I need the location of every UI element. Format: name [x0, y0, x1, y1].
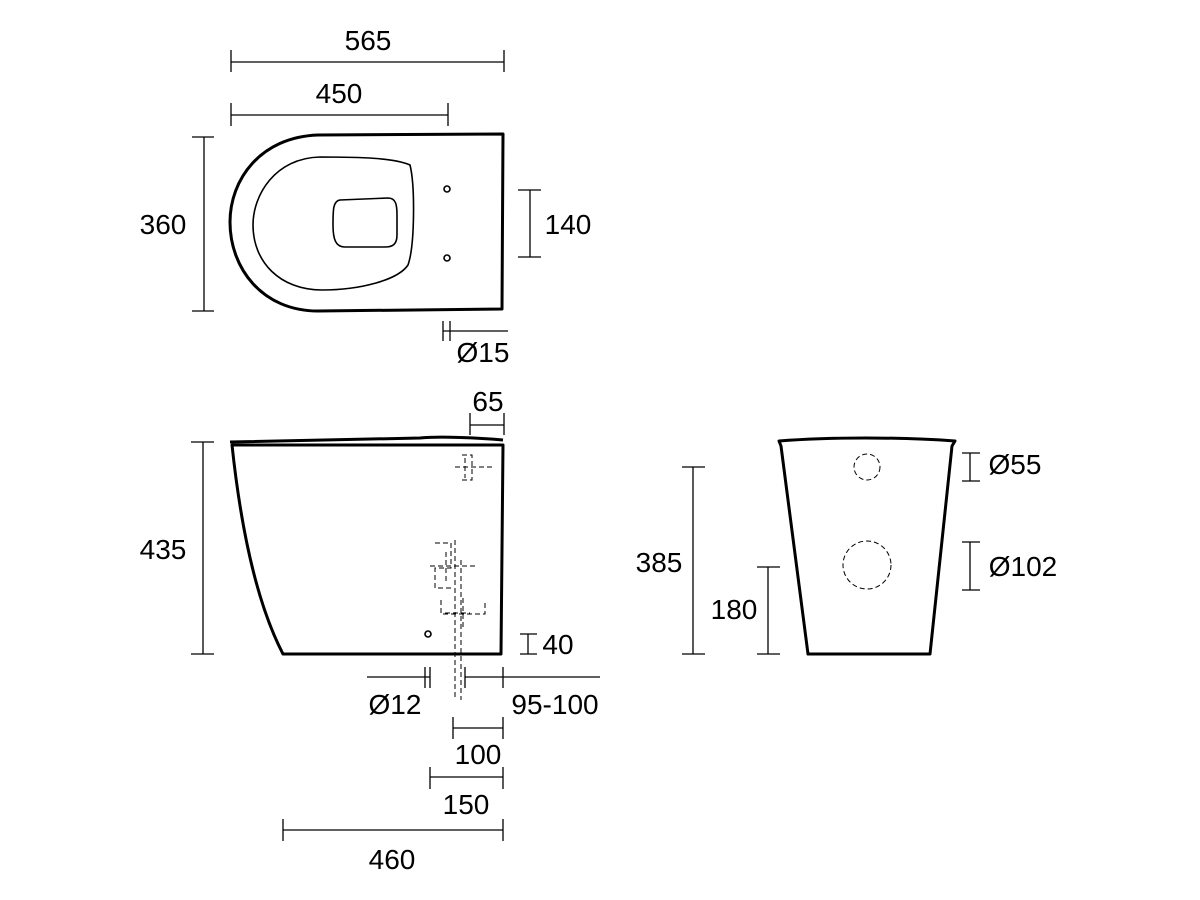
fixing-hole — [443, 254, 451, 262]
dim-d102: Ø102 — [962, 541, 1058, 591]
pan-outline-side — [230, 443, 505, 656]
dim-label: 140 — [545, 209, 592, 240]
dim-100: 100 — [452, 717, 504, 770]
dim-label: 180 — [711, 594, 758, 625]
side-view: 65 435 40 Ø12 95-100 100 150 460 — [140, 386, 600, 875]
fixing-hole — [443, 185, 451, 193]
dim-label: Ø12 — [369, 689, 422, 720]
dim-label: 100 — [455, 739, 502, 770]
dim-40: 40 — [520, 629, 574, 660]
dim-385: 385 — [636, 466, 705, 655]
dim-65: 65 — [469, 386, 505, 435]
dim-95-100: 95-100 — [464, 667, 600, 720]
dim-label: 460 — [369, 844, 416, 875]
dim-label: Ø102 — [989, 551, 1058, 582]
dim-360: 360 — [140, 136, 214, 312]
dim-label: 65 — [472, 386, 503, 417]
dim-label: 40 — [542, 629, 573, 660]
top-view: 565 450 360 140 Ø15 — [140, 25, 592, 368]
dim-label: 150 — [443, 789, 490, 820]
dim-150: 150 — [429, 767, 504, 820]
rear-view: 385 180 Ø55 Ø102 — [636, 436, 1058, 656]
seat-lid-side — [229, 435, 504, 444]
dim-d55: Ø55 — [962, 449, 1042, 482]
hidden-details — [424, 454, 495, 700]
dim-d15: Ø15 — [442, 321, 510, 368]
bowl-opening — [332, 197, 398, 248]
seat-outline — [252, 156, 415, 291]
dim-label: 565 — [345, 25, 392, 56]
dim-180: 180 — [711, 566, 780, 655]
dim-565: 565 — [230, 25, 505, 72]
dim-450: 450 — [230, 78, 449, 126]
inlet-circle — [853, 453, 881, 481]
dim-label: 95-100 — [511, 689, 598, 720]
outlet-circle — [842, 540, 892, 590]
dim-label: 385 — [636, 547, 683, 578]
dim-435: 435 — [140, 441, 214, 655]
pan-outline-rear — [777, 436, 957, 656]
fixing-hole — [424, 630, 432, 638]
dim-label: 435 — [140, 534, 187, 565]
dim-label: Ø55 — [989, 449, 1042, 480]
dim-140: 140 — [518, 189, 592, 258]
dim-label: Ø15 — [457, 337, 510, 368]
dim-460: 460 — [282, 819, 504, 875]
dim-d12: Ø12 — [367, 667, 431, 720]
dim-label: 450 — [316, 78, 363, 109]
dim-label: 360 — [140, 209, 187, 240]
pan-outline-top — [228, 132, 505, 313]
